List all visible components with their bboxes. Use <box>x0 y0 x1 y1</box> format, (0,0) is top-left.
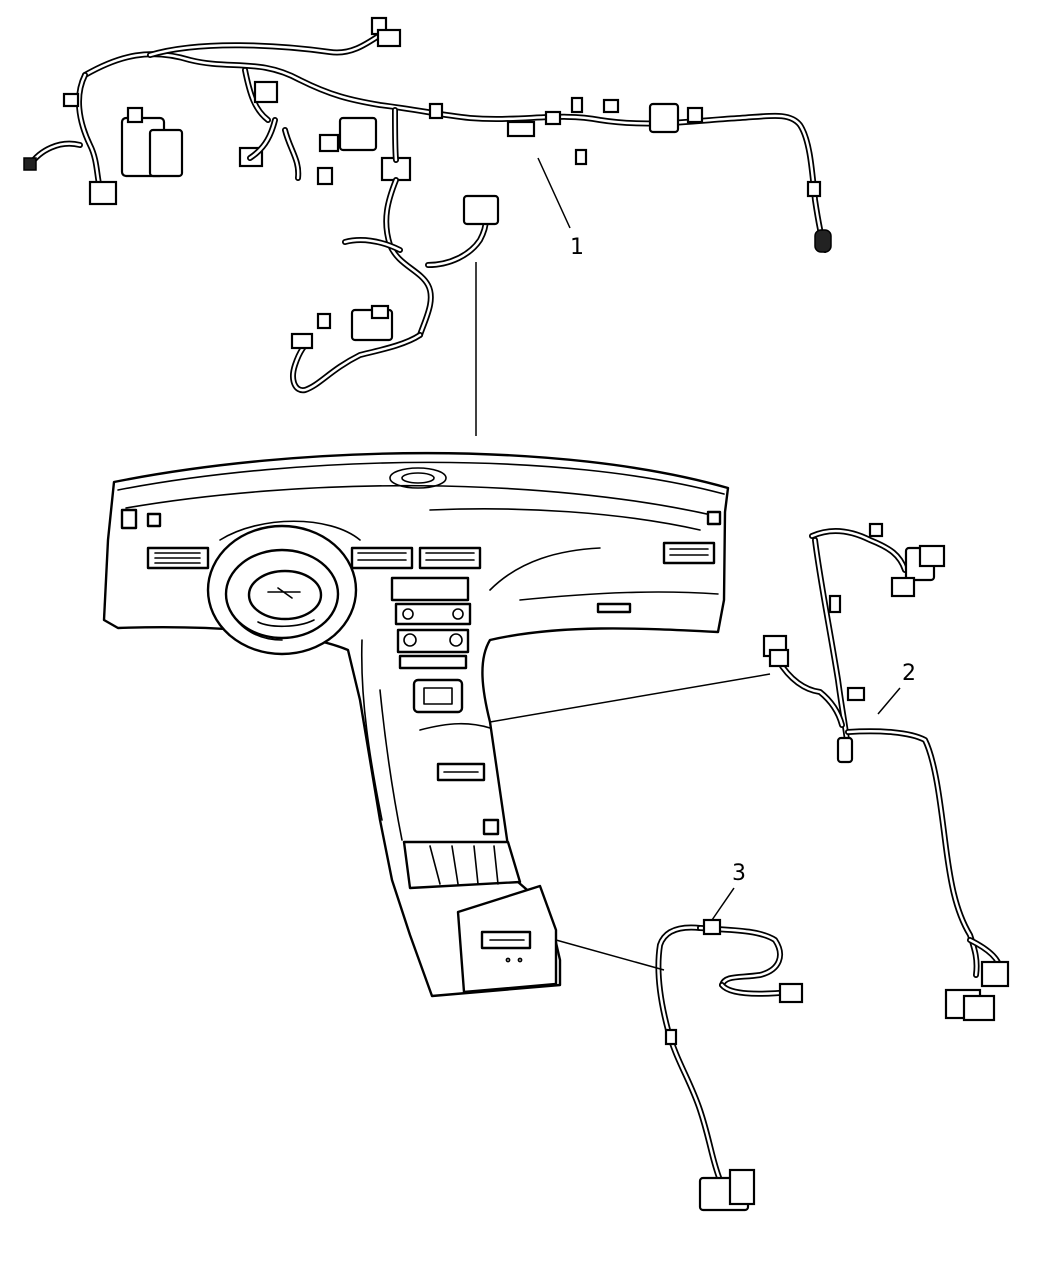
callout-1-label: 1 <box>570 235 584 260</box>
callout-3-leader <box>711 887 735 921</box>
harness-3-leader-line <box>555 939 665 971</box>
instrument-panel-assembly-icon <box>102 451 730 998</box>
instrument-panel-wiring-harness-icon <box>23 16 832 394</box>
callout-2-leader <box>877 687 901 715</box>
console-wiring-harness-icon <box>762 522 1010 1022</box>
callout-3-label: 3 <box>732 861 746 886</box>
callout-1-leader <box>537 157 571 229</box>
callout-2-label: 2 <box>902 661 916 686</box>
harness-2-leader-line <box>489 673 771 723</box>
floor-console-jumper-harness-icon <box>655 918 804 1212</box>
